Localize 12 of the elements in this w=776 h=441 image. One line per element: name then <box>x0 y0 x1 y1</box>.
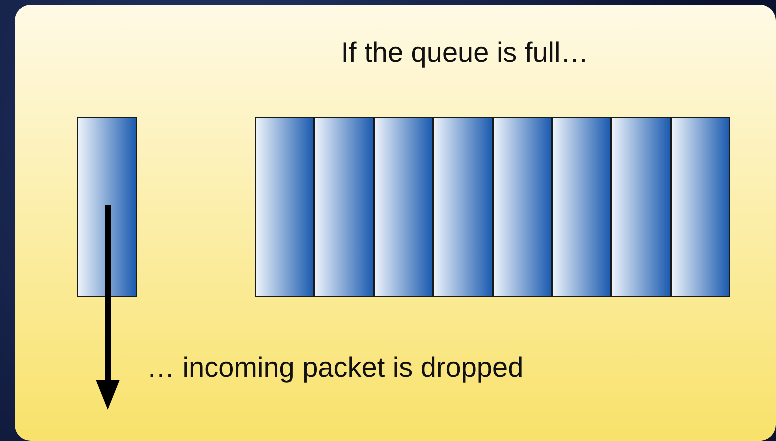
queue-slot <box>552 117 612 297</box>
packet-block <box>77 117 137 297</box>
heading: If the queue is full… <box>341 37 589 69</box>
caption-text: … incoming packet is dropped <box>147 352 524 384</box>
panel <box>15 5 776 441</box>
queue-slot <box>611 117 671 297</box>
queue-slot <box>255 117 314 297</box>
queue-slot <box>374 117 434 297</box>
queue-slot <box>670 117 730 297</box>
queue-slot <box>492 117 552 297</box>
queue-slot <box>314 117 374 297</box>
queue-slot <box>433 117 493 297</box>
